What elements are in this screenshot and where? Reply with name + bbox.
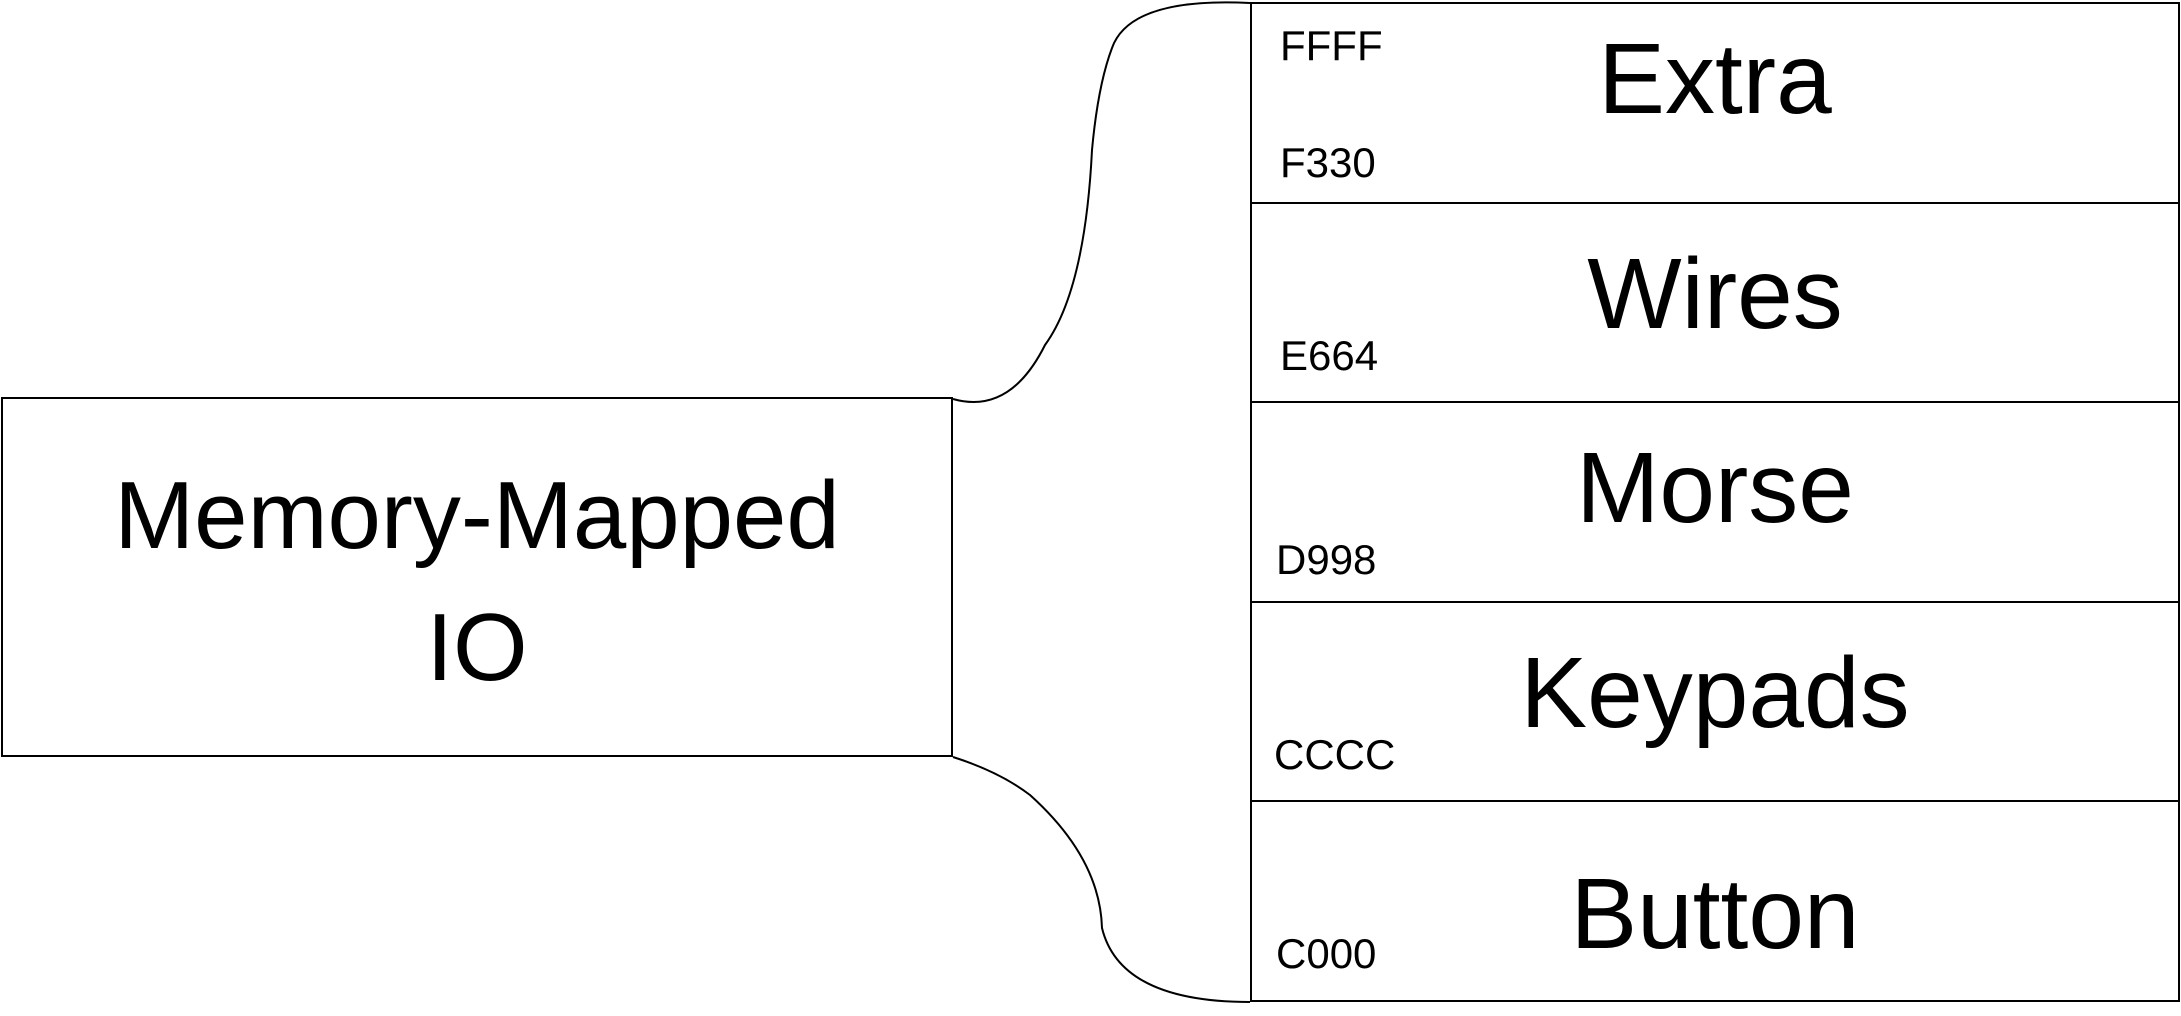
memory-mapped-io-box: Memory-Mapped IO	[1, 397, 953, 757]
region-morse-label: Morse	[1576, 432, 1854, 545]
memory-mapped-io-title: Memory-Mapped IO	[114, 462, 840, 701]
address-e664: E664	[1280, 331, 1379, 379]
brace-upper-curve	[952, 1, 1251, 403]
region-keypads-label: Keypads	[1520, 636, 1910, 749]
address-f330: F330	[1280, 139, 1376, 186]
region-extra: FFFF Extra F330	[1252, 4, 2178, 204]
region-keypads: Keypads CCCC	[1252, 603, 2178, 803]
address-cccc: CCCC	[1274, 730, 1396, 778]
address-ffff: FFFF	[1280, 22, 1383, 69]
region-wires-label: Wires	[1587, 237, 1843, 350]
address-d998: D998	[1276, 536, 1377, 584]
region-extra-label: Extra	[1598, 23, 1832, 135]
region-morse: Morse D998	[1252, 403, 2178, 603]
region-button: Button C000	[1252, 802, 2178, 1000]
memory-map: FFFF Extra F330 Wires E664 Morse D998 Ke…	[1250, 2, 2180, 1002]
address-c000: C000	[1276, 930, 1377, 978]
brace-lower-curve	[952, 756, 1251, 1003]
region-button-label: Button	[1570, 858, 1860, 971]
region-wires: Wires E664	[1252, 204, 2178, 404]
